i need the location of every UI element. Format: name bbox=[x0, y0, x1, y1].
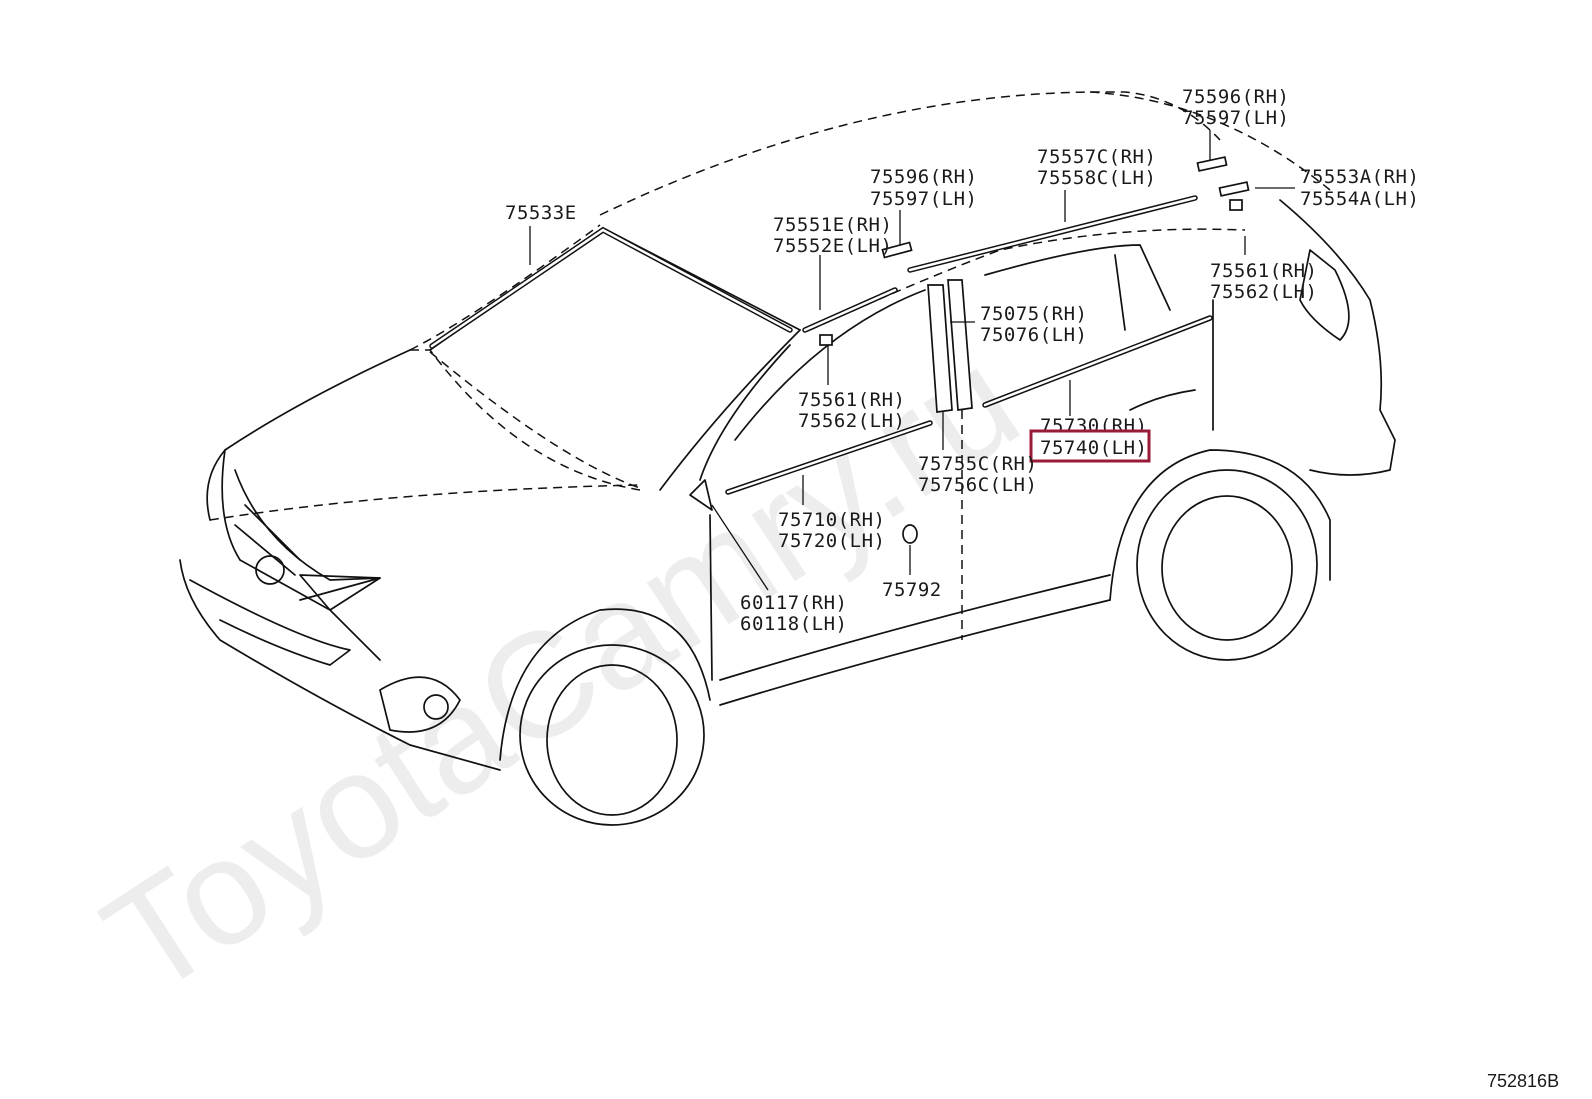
part-clip-rear bbox=[1229, 199, 1243, 211]
highlight-box bbox=[1029, 429, 1151, 463]
callout-line: 75554A(LH) bbox=[1300, 188, 1419, 210]
callout-60117-60118: 60117(RH) 60118(LH) bbox=[740, 592, 847, 635]
parts bbox=[429, 156, 1250, 544]
callout-75710-75720: 75710(RH) 75720(LH) bbox=[778, 509, 885, 552]
callout-75551e-75552e: 75551E(RH) 75552E(LH) bbox=[773, 214, 892, 257]
leader-lines bbox=[529, 130, 1295, 591]
callout-75755c-75756c: 75755C(RH) 75756C(LH) bbox=[918, 453, 1037, 496]
callout-line: 60117(RH) bbox=[740, 592, 847, 614]
callout-75533e: 75533E bbox=[505, 202, 577, 224]
callout-75561-75562-front: 75561(RH) 75562(LH) bbox=[798, 389, 905, 432]
callout-line: 75562(LH) bbox=[798, 410, 905, 432]
callout-75553a-75554a: 75553A(RH) 75554A(LH) bbox=[1300, 166, 1419, 210]
callout-75557c-75558c: 75557C(RH) 75558C(LH) bbox=[1037, 146, 1156, 189]
callout-line: 75533E bbox=[505, 202, 577, 224]
callout-line: 75075(RH) bbox=[980, 303, 1087, 325]
callout-line: 75562(LH) bbox=[1210, 281, 1317, 303]
callout-line: 75076(LH) bbox=[980, 324, 1087, 346]
vehicle-outline bbox=[179, 91, 1396, 826]
callout-line: 75596(RH) bbox=[1182, 86, 1289, 108]
callout-line: 75596(RH) bbox=[870, 166, 977, 188]
callout-line: 75597(LH) bbox=[1182, 107, 1289, 129]
part-cap-rear-end bbox=[1218, 181, 1250, 197]
callout-line: 75553A(RH) bbox=[1300, 166, 1419, 188]
callout-75730-75740: 75730(RH) 75740(LH) bbox=[1029, 415, 1151, 463]
part-pillar-garnish-front bbox=[927, 284, 953, 413]
callout-75596-75597-top: 75596(RH) 75597(LH) bbox=[1182, 86, 1289, 129]
callout-75075-75076: 75075(RH) 75076(LH) bbox=[980, 303, 1087, 346]
part-pillar-garnish-rear bbox=[947, 279, 973, 411]
part-cap-roof-rear bbox=[1196, 156, 1228, 172]
callout-line: 75557C(RH) bbox=[1037, 146, 1156, 168]
callout-line: 75756C(LH) bbox=[918, 474, 1037, 496]
callout-line: 60118(LH) bbox=[740, 613, 847, 635]
diagram-code: 752816B bbox=[1487, 1071, 1559, 1091]
callout-line: 75552E(LH) bbox=[773, 235, 892, 257]
part-windshield-moulding bbox=[429, 226, 793, 349]
part-cap-roof-front bbox=[881, 241, 913, 259]
part-clip-front bbox=[819, 334, 833, 346]
callout-75792: 75792 bbox=[882, 579, 942, 601]
callout-line: 75597(LH) bbox=[870, 188, 977, 210]
callout-line: 75561(RH) bbox=[798, 389, 905, 411]
callout-line: 75792 bbox=[882, 579, 942, 601]
callout-line: 75755C(RH) bbox=[918, 453, 1037, 475]
callout-line: 75551E(RH) bbox=[773, 214, 892, 236]
callout-line: 75561(RH) bbox=[1210, 260, 1317, 282]
callout-line: 75720(LH) bbox=[778, 530, 885, 552]
callout-line: 75558C(LH) bbox=[1037, 167, 1156, 189]
callout-line: 75710(RH) bbox=[778, 509, 885, 531]
part-plug-75792 bbox=[902, 524, 918, 544]
callout-75596-75597-mid: 75596(RH) 75597(LH) bbox=[870, 166, 977, 210]
callout-line-highlighted: 75740(LH) bbox=[1040, 437, 1147, 459]
callout-75561-75562-rear: 75561(RH) 75562(LH) bbox=[1210, 260, 1317, 303]
